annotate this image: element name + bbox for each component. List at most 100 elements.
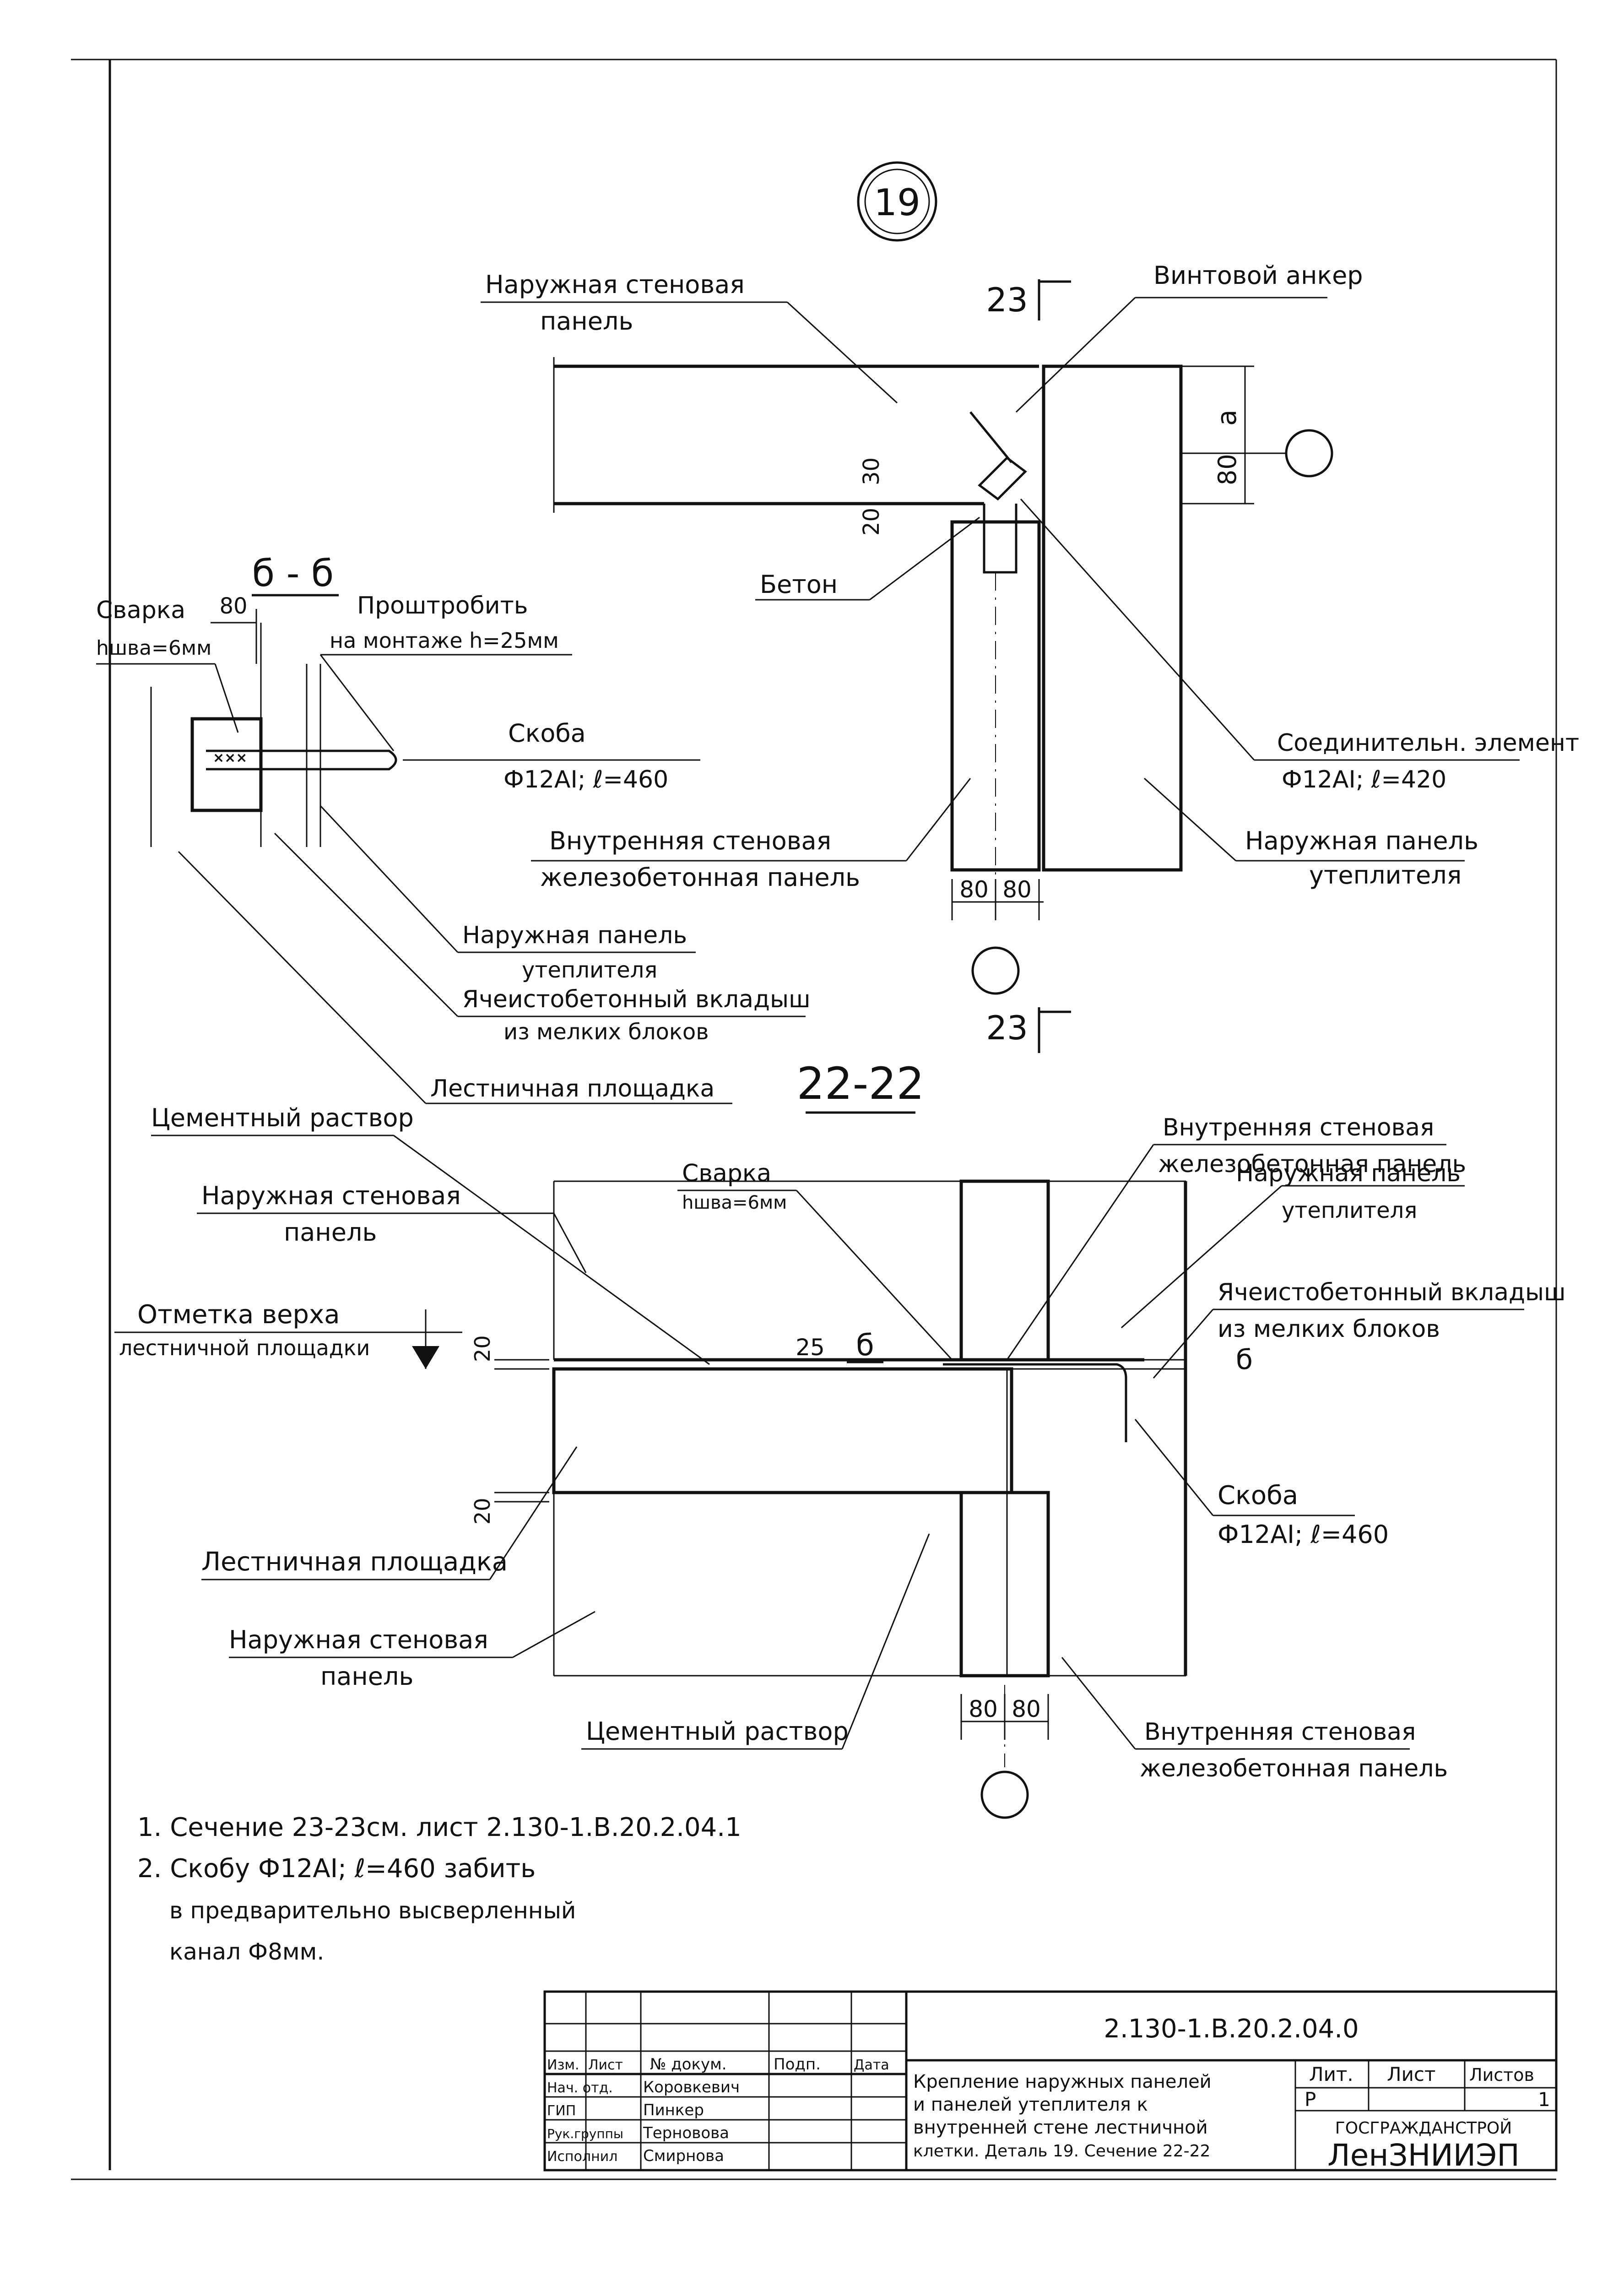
cellular-concrete-bottom <box>1006 1368 1186 1677</box>
row-name-2: Пинкер <box>643 2101 704 2119</box>
bb-drill-line1: Проштробить <box>357 592 528 619</box>
row-name-1: Коровкевич <box>643 2078 740 2096</box>
note-2: 2. Скобу Ф12АI; ℓ=460 забить <box>137 1854 536 1884</box>
lit-label: Лит. <box>1309 2063 1353 2085</box>
connector-line2: Ф12АI; ℓ=420 <box>1282 766 1446 793</box>
detail-marker: 19 <box>857 161 937 242</box>
sheet-frame <box>71 59 1557 2180</box>
s22-inner-bottom-line2: железобетонная панель <box>1140 1755 1448 1782</box>
s22-insulation-top-line1: Наружная панель <box>1236 1160 1461 1187</box>
cellular-concrete-top <box>1047 1180 1186 1361</box>
dim-30: 30 <box>859 457 884 485</box>
s22-cement-top: Цементный раствор <box>151 1103 414 1132</box>
insulation-panel-line1: Наружная панель <box>1245 826 1478 855</box>
screw-anchor-label: Винтовой анкер <box>1153 261 1363 290</box>
outer-panel-line2: панель <box>540 307 633 336</box>
inner-wall-bottom <box>959 1491 1050 1678</box>
s22-weld-line2: hшва=6мм <box>682 1192 787 1213</box>
hdr-sign: Подп. <box>774 2055 821 2074</box>
dim-80-left: 80 <box>959 876 989 903</box>
bb-bracket-line1: Скоба <box>508 719 586 748</box>
lists-label: Листов <box>1469 2065 1534 2085</box>
s22-dim-20-top: 20 <box>470 1335 495 1362</box>
section-22: 22-22 80 80 20 20 25 б <box>114 1058 1566 1819</box>
s22-inner-bottom-line1: Внутренняя стеновая <box>1144 1718 1416 1746</box>
title-line-1: Крепление наружных панелей <box>913 2071 1212 2092</box>
s22-inner-top-line1: Внутренняя стеновая <box>1163 1114 1434 1141</box>
row-name-3: Терновова <box>643 2124 729 2142</box>
s22-cut-b2: б <box>1236 1344 1253 1376</box>
top-detail: 23 23 а 80 30 20 80 80 Наружная стеновая <box>481 261 1579 1053</box>
bb-landing-label: Лестничная площадка <box>430 1075 715 1102</box>
list-label: Лист <box>1387 2063 1435 2085</box>
lists-value: 1 <box>1538 2088 1550 2111</box>
s22-insulation-top-line2: утеплителя <box>1282 1198 1417 1223</box>
hdr-izm: Изм. <box>547 2057 579 2073</box>
s22-mark-line2: лестничной площадки <box>119 1336 370 1360</box>
row-role-1: Нач. отд. <box>547 2080 613 2096</box>
s22-bracket-line2: Ф12АI; ℓ=460 <box>1218 1520 1389 1549</box>
section-23-bottom: 23 <box>986 1009 1028 1047</box>
s22-dim-80-left: 80 <box>969 1696 998 1722</box>
row-name-4: Смирнова <box>643 2147 724 2165</box>
s22-inner-top-line2: железобетонная панель <box>1158 1151 1466 1178</box>
dim-80-vertical: 80 <box>1213 454 1242 485</box>
inner-panel-line1: Внутренняя стеновая <box>549 826 831 855</box>
detail-number: 19 <box>874 181 920 224</box>
dim-80-right: 80 <box>1002 876 1032 903</box>
bb-drill-line2: на монтаже h=25мм <box>330 628 559 653</box>
concrete-label: Бетон <box>760 570 838 599</box>
doc-code: 2.130-1.В.20.2.04.0 <box>1104 2014 1359 2044</box>
org-line-1: ГОСГРАЖДАНСТРОЙ <box>1335 2118 1512 2138</box>
s22-weld-line1: Сварка <box>682 1160 771 1187</box>
s22-cellular-line1: Ячеистобетонный вкладыш <box>1218 1279 1566 1306</box>
bb-insulation-line1: Наружная панель <box>462 922 687 949</box>
inner-panel-line2: железобетонная панель <box>540 863 860 892</box>
connector-line1: Соединительн. элемент <box>1277 729 1579 757</box>
landing-slab <box>552 1367 1013 1494</box>
bb-weld-line1: Сварка <box>96 597 185 624</box>
bb-cellular-line1: Ячеистобетонный вкладыш <box>462 986 811 1013</box>
note-3: в предварительно высверленный <box>169 1897 576 1924</box>
section-bb: б - б ××× Сварка hшва=6мм 80 Проштробить… <box>96 552 811 1104</box>
section-22-title: 22-22 <box>797 1058 925 1109</box>
outer-panel-line1: Наружная стеновая <box>485 270 745 299</box>
lit-value: Р <box>1305 2088 1316 2111</box>
title-block: 2.130-1.В.20.2.04.0 Изм. Лист № докум. П… <box>543 1990 1558 2173</box>
s22-dim-20-bottom: 20 <box>470 1498 495 1525</box>
row-role-4: Исполнил <box>547 2149 617 2165</box>
note-4: канал Ф8мм. <box>169 1938 324 1965</box>
notes: 1. Сечение 23-23см. лист 2.130-1.В.20.2.… <box>137 1813 742 1965</box>
s22-outer-top-line1: Наружная стеновая <box>201 1181 461 1210</box>
hdr-doc: № докум. <box>650 2055 727 2074</box>
s22-outer-top-line2: панель <box>284 1218 377 1247</box>
org-line-2: ЛенЗНИИЭП <box>1327 2138 1520 2173</box>
dim-20: 20 <box>859 508 884 536</box>
s22-dim-25: 25 <box>796 1334 825 1361</box>
s22-cut-b: б <box>856 1329 874 1363</box>
section-bb-title: б - б <box>252 552 334 595</box>
s22-landing-label: Лестничная площадка <box>201 1547 508 1577</box>
bb-cellular-line2: из мелких блоков <box>503 1019 709 1045</box>
bb-insulation-line2: утеплителя <box>522 957 657 983</box>
s22-mark-line1: Отметка верха <box>137 1300 340 1330</box>
s22-outer-bottom-line1: Наружная стеновая <box>229 1625 488 1654</box>
s22-outer-bottom-line2: панель <box>320 1662 413 1691</box>
bb-dim-80: 80 <box>219 593 247 619</box>
inner-wall-top <box>959 1179 1050 1362</box>
s22-dim-80-right: 80 <box>1012 1696 1041 1722</box>
bb-bracket-line2: Ф12АI; ℓ=460 <box>503 766 668 793</box>
row-role-2: ГИП <box>547 2103 576 2119</box>
note-1: 1. Сечение 23-23см. лист 2.130-1.В.20.2.… <box>137 1813 742 1842</box>
bb-weld-line2: hшва=6мм <box>96 636 211 660</box>
title-line-3: внутренней стене лестничной <box>913 2117 1208 2138</box>
s22-cement-bottom: Цементный раствор <box>586 1717 849 1746</box>
hdr-date: Дата <box>854 2057 889 2073</box>
s22-cellular-line2: из мелких блоков <box>1218 1315 1440 1343</box>
hdr-list: Лист <box>588 2057 623 2073</box>
section-23-top: 23 <box>986 281 1028 319</box>
title-line-2: и панелей утеплителя к <box>913 2094 1148 2115</box>
s22-bracket-line1: Скоба <box>1218 1481 1298 1510</box>
title-line-4: клетки. Деталь 19. Сечение 22-22 <box>913 2142 1210 2161</box>
